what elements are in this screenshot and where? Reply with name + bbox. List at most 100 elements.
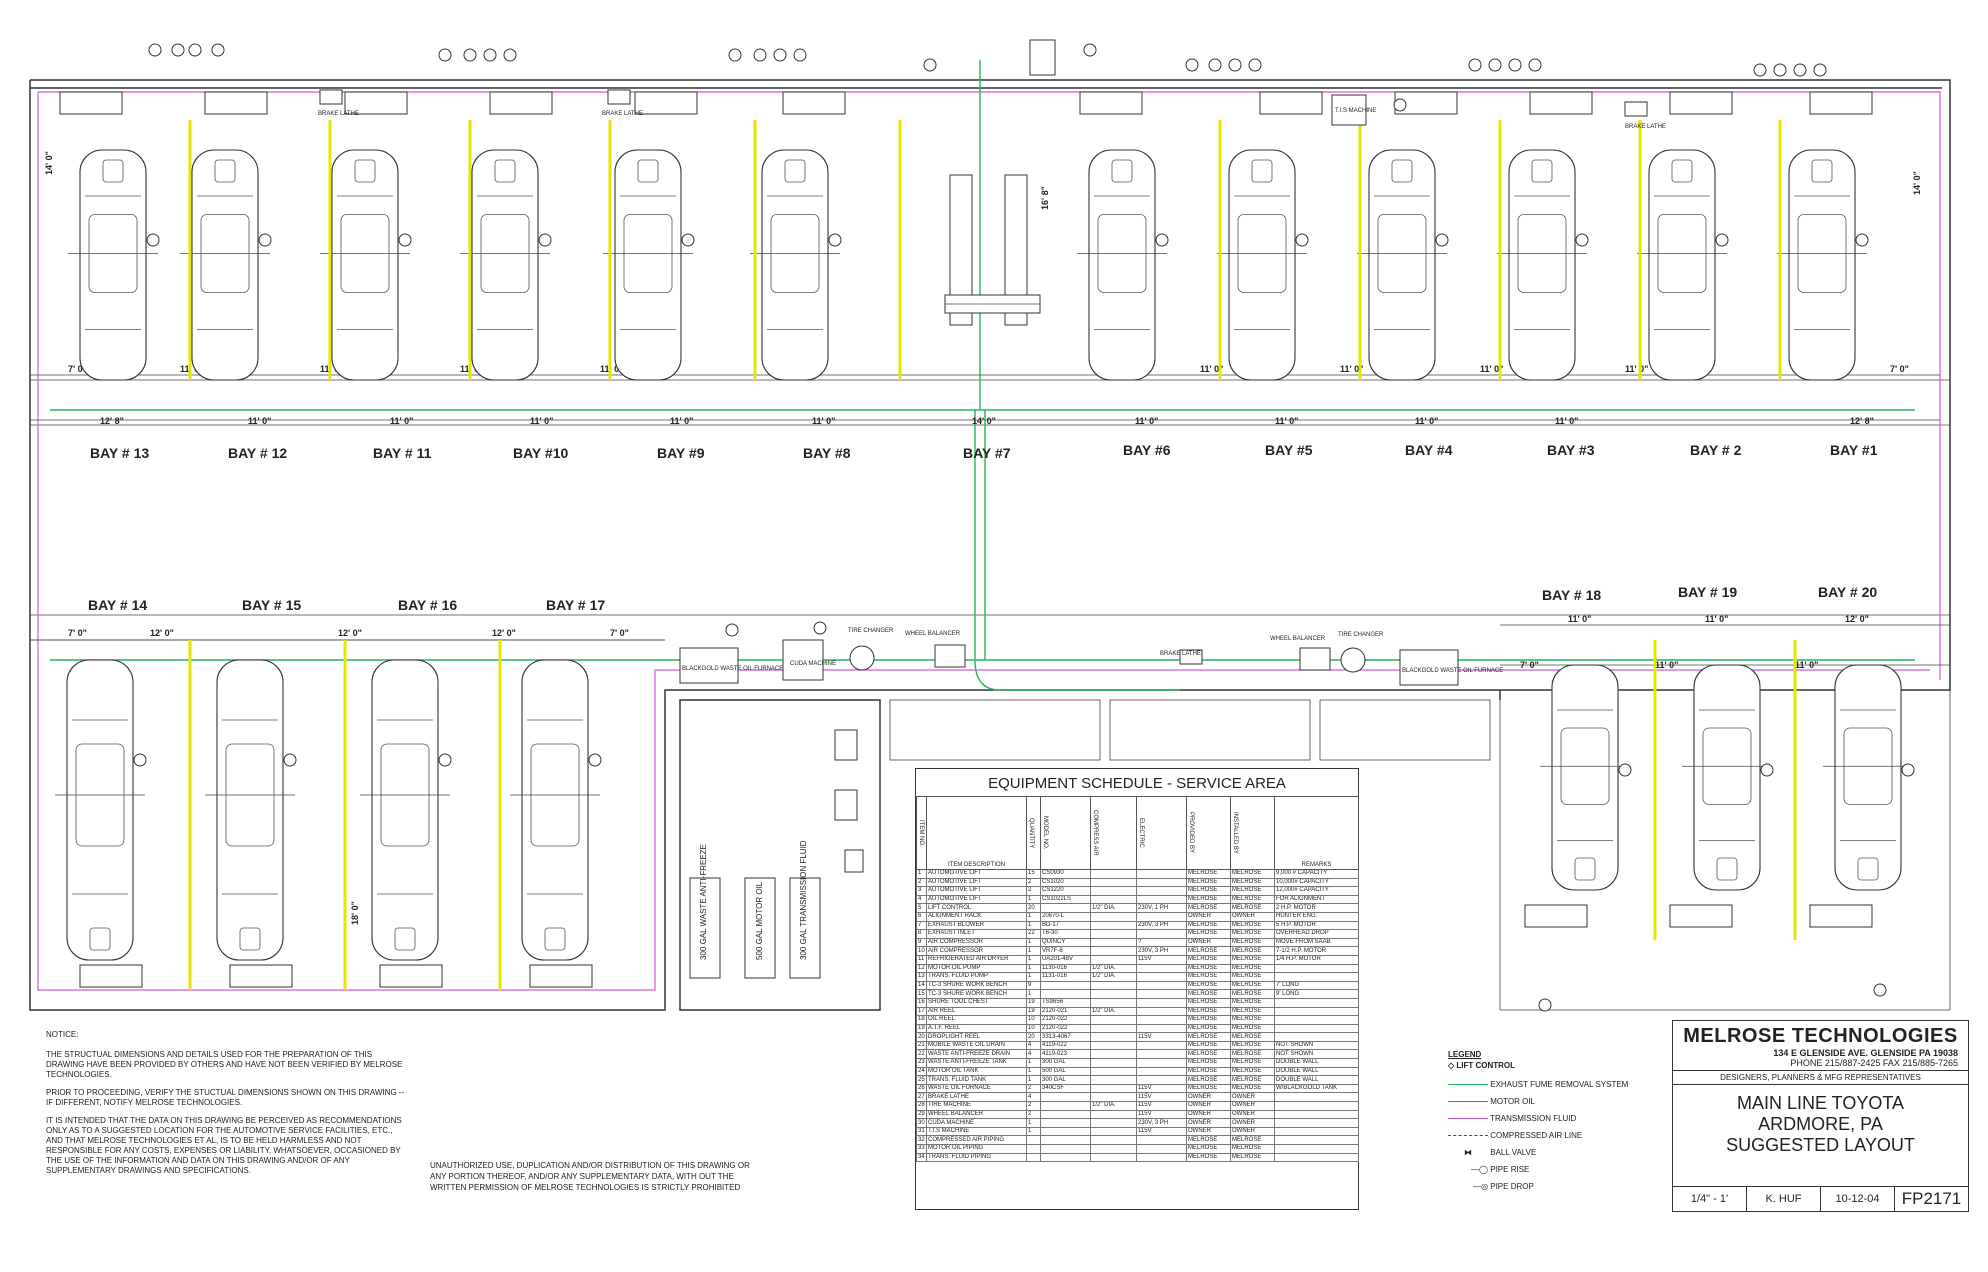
car-body bbox=[761, 149, 829, 381]
schedule-cell: 1/4 H.P. MOTOR bbox=[1274, 954, 1359, 965]
schedule-cell: 18 bbox=[916, 1015, 927, 1025]
schedule-cell: MELROSE bbox=[1230, 877, 1275, 888]
schedule-cell: WHEEL BALANCER bbox=[926, 1109, 1027, 1120]
dim-vert-right: 14' 0" bbox=[1912, 171, 1922, 195]
toolchest bbox=[1079, 91, 1143, 115]
schedule-cell: BRAKE LATHE bbox=[926, 1092, 1027, 1103]
car bbox=[1823, 664, 1913, 891]
schedule-cell bbox=[1090, 1066, 1137, 1077]
schedule-cell: 4119-022 bbox=[1040, 1040, 1091, 1051]
schedule-cell: 230V, 1 PH bbox=[1136, 903, 1187, 913]
trans-line-icon bbox=[1448, 1118, 1488, 1120]
callout-bubble bbox=[503, 48, 517, 62]
schedule-cell: 1 bbox=[1026, 963, 1041, 974]
schedule-cell: MELROSE bbox=[1230, 946, 1275, 956]
notice-block: NOTICE: THE STRUCTUAL DIMENSIONS AND DET… bbox=[46, 1030, 406, 1176]
schedule-cell: 28 bbox=[916, 1101, 927, 1111]
schedule-cell: 1 bbox=[1026, 972, 1041, 982]
schedule-cell: MELROSE bbox=[1186, 877, 1231, 888]
schedule-cell: 9,000 # CAPACITY bbox=[1274, 869, 1359, 879]
schedule-cell bbox=[1090, 1049, 1137, 1060]
schedule-cell: 1131-016 bbox=[1040, 972, 1091, 982]
schedule-cell bbox=[1136, 1015, 1187, 1025]
callout-bubble bbox=[148, 43, 162, 57]
schedule-cell: 230V, 3 PH bbox=[1136, 920, 1187, 931]
schedule-cell bbox=[1136, 1049, 1187, 1060]
schedule-cell: TRANS. FLUID PUMP bbox=[926, 972, 1027, 982]
schedule-cell: 20 bbox=[916, 1032, 927, 1042]
bay-1-label: BAY #1 bbox=[1830, 442, 1878, 458]
schedule-cell: TC-3 SHURE WORK BENCH bbox=[926, 989, 1027, 999]
schedule-cell: 4119-023 bbox=[1040, 1049, 1091, 1060]
schedule-header-cell: QUANTITY bbox=[1026, 796, 1041, 870]
schedule-cell: 115V bbox=[1136, 1092, 1187, 1103]
schedule-cell: MELROSE bbox=[1230, 1023, 1275, 1034]
callout-bubble bbox=[813, 621, 827, 635]
schedule-cell: MELROSE bbox=[1230, 929, 1275, 939]
schedule-cell: DOUBLE WALL bbox=[1274, 1058, 1359, 1068]
schedule-cell bbox=[1136, 1075, 1187, 1085]
notice-p1: THE STRUCTUAL DIMENSIONS AND DETAILS USE… bbox=[46, 1050, 403, 1079]
schedule-cell: 500 GAL bbox=[1040, 1066, 1091, 1077]
schedule-cell: REFRIGERATED AIR DRYER bbox=[926, 954, 1027, 965]
schedule-cell: OWNER bbox=[1186, 911, 1231, 922]
schedule-cell: 4 bbox=[916, 894, 927, 905]
toolchest bbox=[79, 964, 143, 988]
schedule-cell bbox=[1090, 886, 1137, 896]
steering-wheel bbox=[1391, 159, 1413, 183]
legend-motor-oil: MOTOR OIL bbox=[1448, 1097, 1668, 1106]
callout-bubble bbox=[1208, 58, 1222, 72]
dim-top-left: 7' 0" bbox=[68, 364, 87, 374]
schedule-cell: MELROSE bbox=[1230, 886, 1275, 896]
car-body bbox=[1834, 664, 1902, 891]
title-info-row: 1/4" - 1' K. HUF 10-12-04 FP2171 bbox=[1673, 1186, 1968, 1211]
car-body bbox=[471, 149, 539, 381]
schedule-cell: T6-30 bbox=[1040, 929, 1091, 939]
callout-bubble bbox=[1468, 58, 1482, 72]
schedule-cell: 1/2" DIA. bbox=[1090, 1006, 1137, 1017]
schedule-cell: TIRE MACHINE bbox=[926, 1101, 1027, 1111]
schedule-cell: 115V bbox=[1136, 1109, 1187, 1120]
car-body bbox=[79, 149, 147, 381]
schedule-cell: 1 bbox=[1026, 1126, 1041, 1137]
wheel-balancer-1-label: WHEEL BALANCER bbox=[905, 631, 961, 637]
schedule-cell bbox=[1040, 1152, 1091, 1163]
schedule-cell: 10 bbox=[1026, 1023, 1041, 1034]
car bbox=[460, 149, 550, 381]
schedule-cell bbox=[1136, 997, 1187, 1008]
blackgold-1-label: BLACKGOLD WASTE OIL FURNACE bbox=[682, 666, 783, 672]
callout-bubble bbox=[681, 233, 695, 247]
schedule-cell: 2 bbox=[1026, 1109, 1041, 1120]
schedule-cell: 3 bbox=[916, 886, 927, 896]
schedule-cell bbox=[1090, 989, 1137, 999]
schedule-cell: OIL REEL bbox=[926, 1015, 1027, 1025]
schedule-cell: MELROSE bbox=[1186, 1049, 1231, 1060]
schedule-cell: LIFT CONTROL bbox=[926, 903, 1027, 913]
schedule-cell: MELROSE bbox=[1186, 989, 1231, 999]
toolchest bbox=[1809, 904, 1873, 928]
car-body bbox=[614, 149, 682, 381]
schedule-cell bbox=[1274, 1152, 1359, 1163]
dim-top-right: 7' 0" bbox=[1890, 364, 1909, 374]
schedule-cell: 2 bbox=[1026, 886, 1041, 896]
schedule-cell bbox=[1040, 1109, 1091, 1120]
car-body bbox=[1788, 149, 1856, 381]
schedule-cell: 1 bbox=[1026, 1075, 1041, 1085]
schedule-cell bbox=[1136, 1066, 1187, 1077]
callout-bubble bbox=[828, 233, 842, 247]
steering-wheel bbox=[239, 927, 261, 951]
schedule-cell: CS1022LS bbox=[1040, 894, 1091, 905]
schedule-cell: OVERHEAD DROP bbox=[1274, 929, 1359, 939]
callout-bubble bbox=[1435, 233, 1449, 247]
schedule-cell: 14 bbox=[916, 980, 927, 991]
schedule-cell: 6 bbox=[916, 911, 927, 922]
schedule-cell: 230V, 3 PH bbox=[1136, 1118, 1187, 1128]
